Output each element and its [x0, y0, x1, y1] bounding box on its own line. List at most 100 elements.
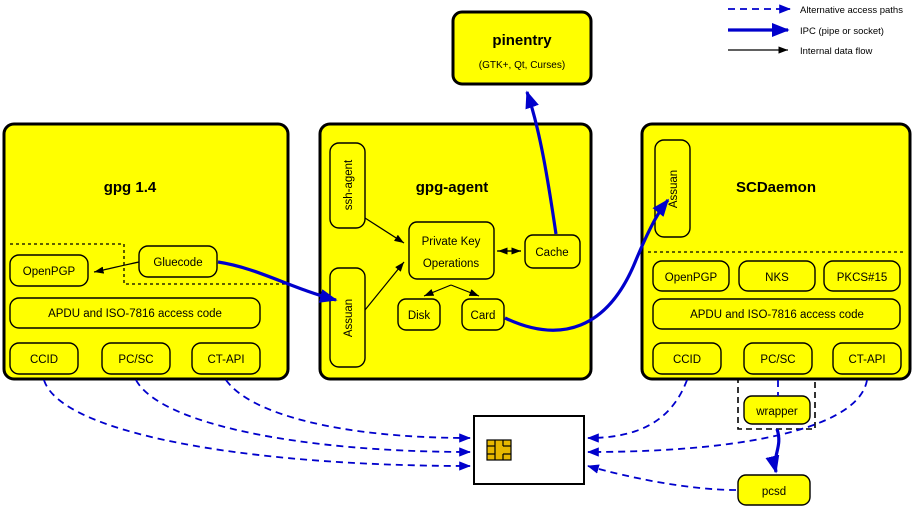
- flow-ssh-agent-to-pko: [364, 217, 405, 244]
- gpg14-driver-ctapi[interactable]: CT-API: [191, 342, 261, 375]
- gpg14-title: gpg 1.4: [104, 179, 157, 196]
- scdaemon-apdu-shape: [652, 298, 901, 330]
- wrapper-dashed-frame: [737, 378, 816, 430]
- gpg-agent-disk-box[interactable]: Disk: [397, 298, 441, 331]
- wrapper-label: wrapper: [755, 406, 798, 418]
- wrapper-shape: [743, 395, 811, 425]
- ipc-wrapper-to-pcscd: [765, 428, 781, 474]
- scdaemon-openpgp-shape: [652, 260, 730, 292]
- gpg14-ccid-shape: [9, 342, 79, 375]
- gpg14-dotted-region: [10, 243, 288, 285]
- scdaemon-nks-label: NKS: [765, 272, 789, 284]
- gpg14-pcsc-label: PC/SC: [118, 354, 153, 366]
- private-key-line2: Operations: [423, 258, 480, 270]
- gpg-agent-assuan-box[interactable]: Assuan: [329, 267, 366, 368]
- gpg14-openpgp-shape: [9, 254, 89, 287]
- scdaemon-driver-ctapi[interactable]: CT-API: [832, 342, 902, 375]
- flow-pko-to-disk: [423, 284, 452, 297]
- private-key-line1: Private Key: [422, 236, 481, 248]
- pinentry-subtitle: (GTK+, Qt, Curses): [479, 60, 565, 71]
- scdaemon-app-nks[interactable]: NKS: [738, 260, 816, 292]
- pinentry-title: pinentry: [492, 32, 552, 49]
- pinentry-box-shape: [451, 10, 593, 86]
- scdaemon-pcsc-label: PC/SC: [760, 354, 795, 366]
- legend-item-alt-paths: Alternative access paths: [728, 4, 903, 16]
- legend-item-ipc: IPC (pipe or socket): [728, 22, 884, 38]
- ipc-gluecode-to-gpg-agent: [217, 260, 338, 303]
- alt-path-gpg14-pcsc-to-card: [135, 379, 471, 457]
- pcscd-label: pcsd: [762, 486, 786, 498]
- pcscd-box[interactable]: pcsd: [737, 474, 811, 506]
- gpg14-driver-ccid[interactable]: CCID: [9, 342, 79, 375]
- legend-label-ipc: IPC (pipe or socket): [800, 26, 884, 37]
- pinentry-box[interactable]: pinentry (GTK+, Qt, Curses): [451, 10, 593, 86]
- ipc-gpg-agent-to-pinentry: [525, 90, 558, 235]
- gpg14-panel[interactable]: gpg 1.4 OpenPGP Gluecode APDU and ISO-78…: [2, 122, 290, 381]
- wrapper-group[interactable]: wrapper: [737, 378, 816, 430]
- scdaemon-nks-shape: [738, 260, 816, 292]
- cache-label: Cache: [535, 247, 568, 259]
- scdaemon-driver-ccid[interactable]: CCID: [652, 342, 722, 375]
- gpg-agent-cache-box[interactable]: Cache: [524, 234, 581, 269]
- scdaemon-openpgp-label: OpenPGP: [665, 272, 718, 284]
- cache-shape: [524, 234, 581, 269]
- scdaemon-app-openpgp[interactable]: OpenPGP: [652, 260, 730, 292]
- gpg-agent-ssh-agent-box[interactable]: ssh-agent: [329, 142, 366, 229]
- flow-assuan-to-pko: [364, 261, 405, 311]
- gpg14-apdu-box[interactable]: APDU and ISO-7816 access code: [9, 297, 261, 329]
- scdaemon-apdu-label: APDU and ISO-7816 access code: [690, 309, 864, 321]
- gpg14-driver-pcsc[interactable]: PC/SC: [101, 342, 171, 375]
- gpg14-ctapi-label: CT-API: [207, 354, 244, 366]
- ipc-gpg-agent-to-scdaemon: [504, 198, 670, 332]
- gpg-agent-card-box[interactable]: Card: [461, 298, 505, 331]
- scdaemon-app-pkcs15[interactable]: PKCS#15: [823, 260, 901, 292]
- gpg-agent-assuan-label: Assuan: [343, 299, 355, 337]
- smart-card-chip-icon: [486, 439, 512, 461]
- scdaemon-assuan-box[interactable]: Assuan: [654, 139, 691, 238]
- legend-item-internal-flow: Internal data flow: [728, 46, 872, 57]
- scdaemon-panel[interactable]: SCDaemon Assuan OpenPGP NKS PKCS#15 APDU…: [640, 122, 912, 381]
- scdaemon-pkcs15-label: PKCS#15: [837, 272, 888, 284]
- legend-label-internal-flow: Internal data flow: [800, 46, 872, 57]
- scdaemon-driver-pcsc[interactable]: PC/SC: [743, 342, 813, 375]
- gpg14-ccid-label: CCID: [30, 354, 58, 366]
- pcscd-shape: [737, 474, 811, 506]
- gpg14-openpgp-box[interactable]: OpenPGP: [9, 254, 89, 287]
- scdaemon-apdu-box[interactable]: APDU and ISO-7816 access code: [652, 298, 901, 330]
- gpg-agent-assuan-shape: [329, 267, 366, 368]
- card-label: Card: [471, 310, 496, 322]
- alt-path-pcscd-to-card: [587, 464, 737, 491]
- private-key-operations-shape: [408, 221, 495, 280]
- gpg14-gluecode-label: Gluecode: [153, 257, 202, 269]
- gpg14-gluecode-box[interactable]: Gluecode: [138, 245, 218, 278]
- scdaemon-ccid-label: CCID: [673, 354, 701, 366]
- disk-shape: [397, 298, 441, 331]
- gpg14-apdu-label: APDU and ISO-7816 access code: [48, 308, 222, 320]
- scdaemon-ccid-shape: [652, 342, 722, 375]
- scdaemon-assuan-label: Assuan: [668, 170, 680, 208]
- gpg-agent-title: gpg-agent: [416, 179, 489, 196]
- gpg14-pcsc-shape: [101, 342, 171, 375]
- legend: Alternative access paths IPC (pipe or so…: [728, 4, 903, 57]
- alt-path-scdaemon-ccid-to-card: [587, 379, 688, 443]
- flow-pko-to-card: [450, 284, 480, 297]
- gpg14-gluecode-shape: [138, 245, 218, 278]
- alt-path-gpg14-ctapi-to-card: [225, 379, 471, 443]
- gpg14-openpgp-label: OpenPGP: [23, 266, 76, 278]
- alt-path-gpg14-ccid-to-card: [43, 379, 471, 471]
- ssh-agent-shape: [329, 142, 366, 229]
- private-key-operations-box[interactable]: Private Key Operations: [408, 221, 495, 280]
- disk-label: Disk: [408, 310, 431, 322]
- scdaemon-ctapi-label: CT-API: [848, 354, 885, 366]
- gpg14-ctapi-shape: [191, 342, 261, 375]
- legend-label-alt-paths: Alternative access paths: [800, 5, 903, 16]
- scdaemon-title: SCDaemon: [736, 179, 816, 196]
- scdaemon-pcsc-shape: [743, 342, 813, 375]
- scdaemon-ctapi-shape: [832, 342, 902, 375]
- alt-path-scdaemon-ctapi-to-card: [587, 379, 868, 457]
- gpg14-apdu-shape: [9, 297, 261, 329]
- smart-card[interactable]: [473, 415, 585, 485]
- card-shape: [461, 298, 505, 331]
- gpg-agent-panel[interactable]: gpg-agent ssh-agent Assuan Private Key O…: [318, 122, 593, 381]
